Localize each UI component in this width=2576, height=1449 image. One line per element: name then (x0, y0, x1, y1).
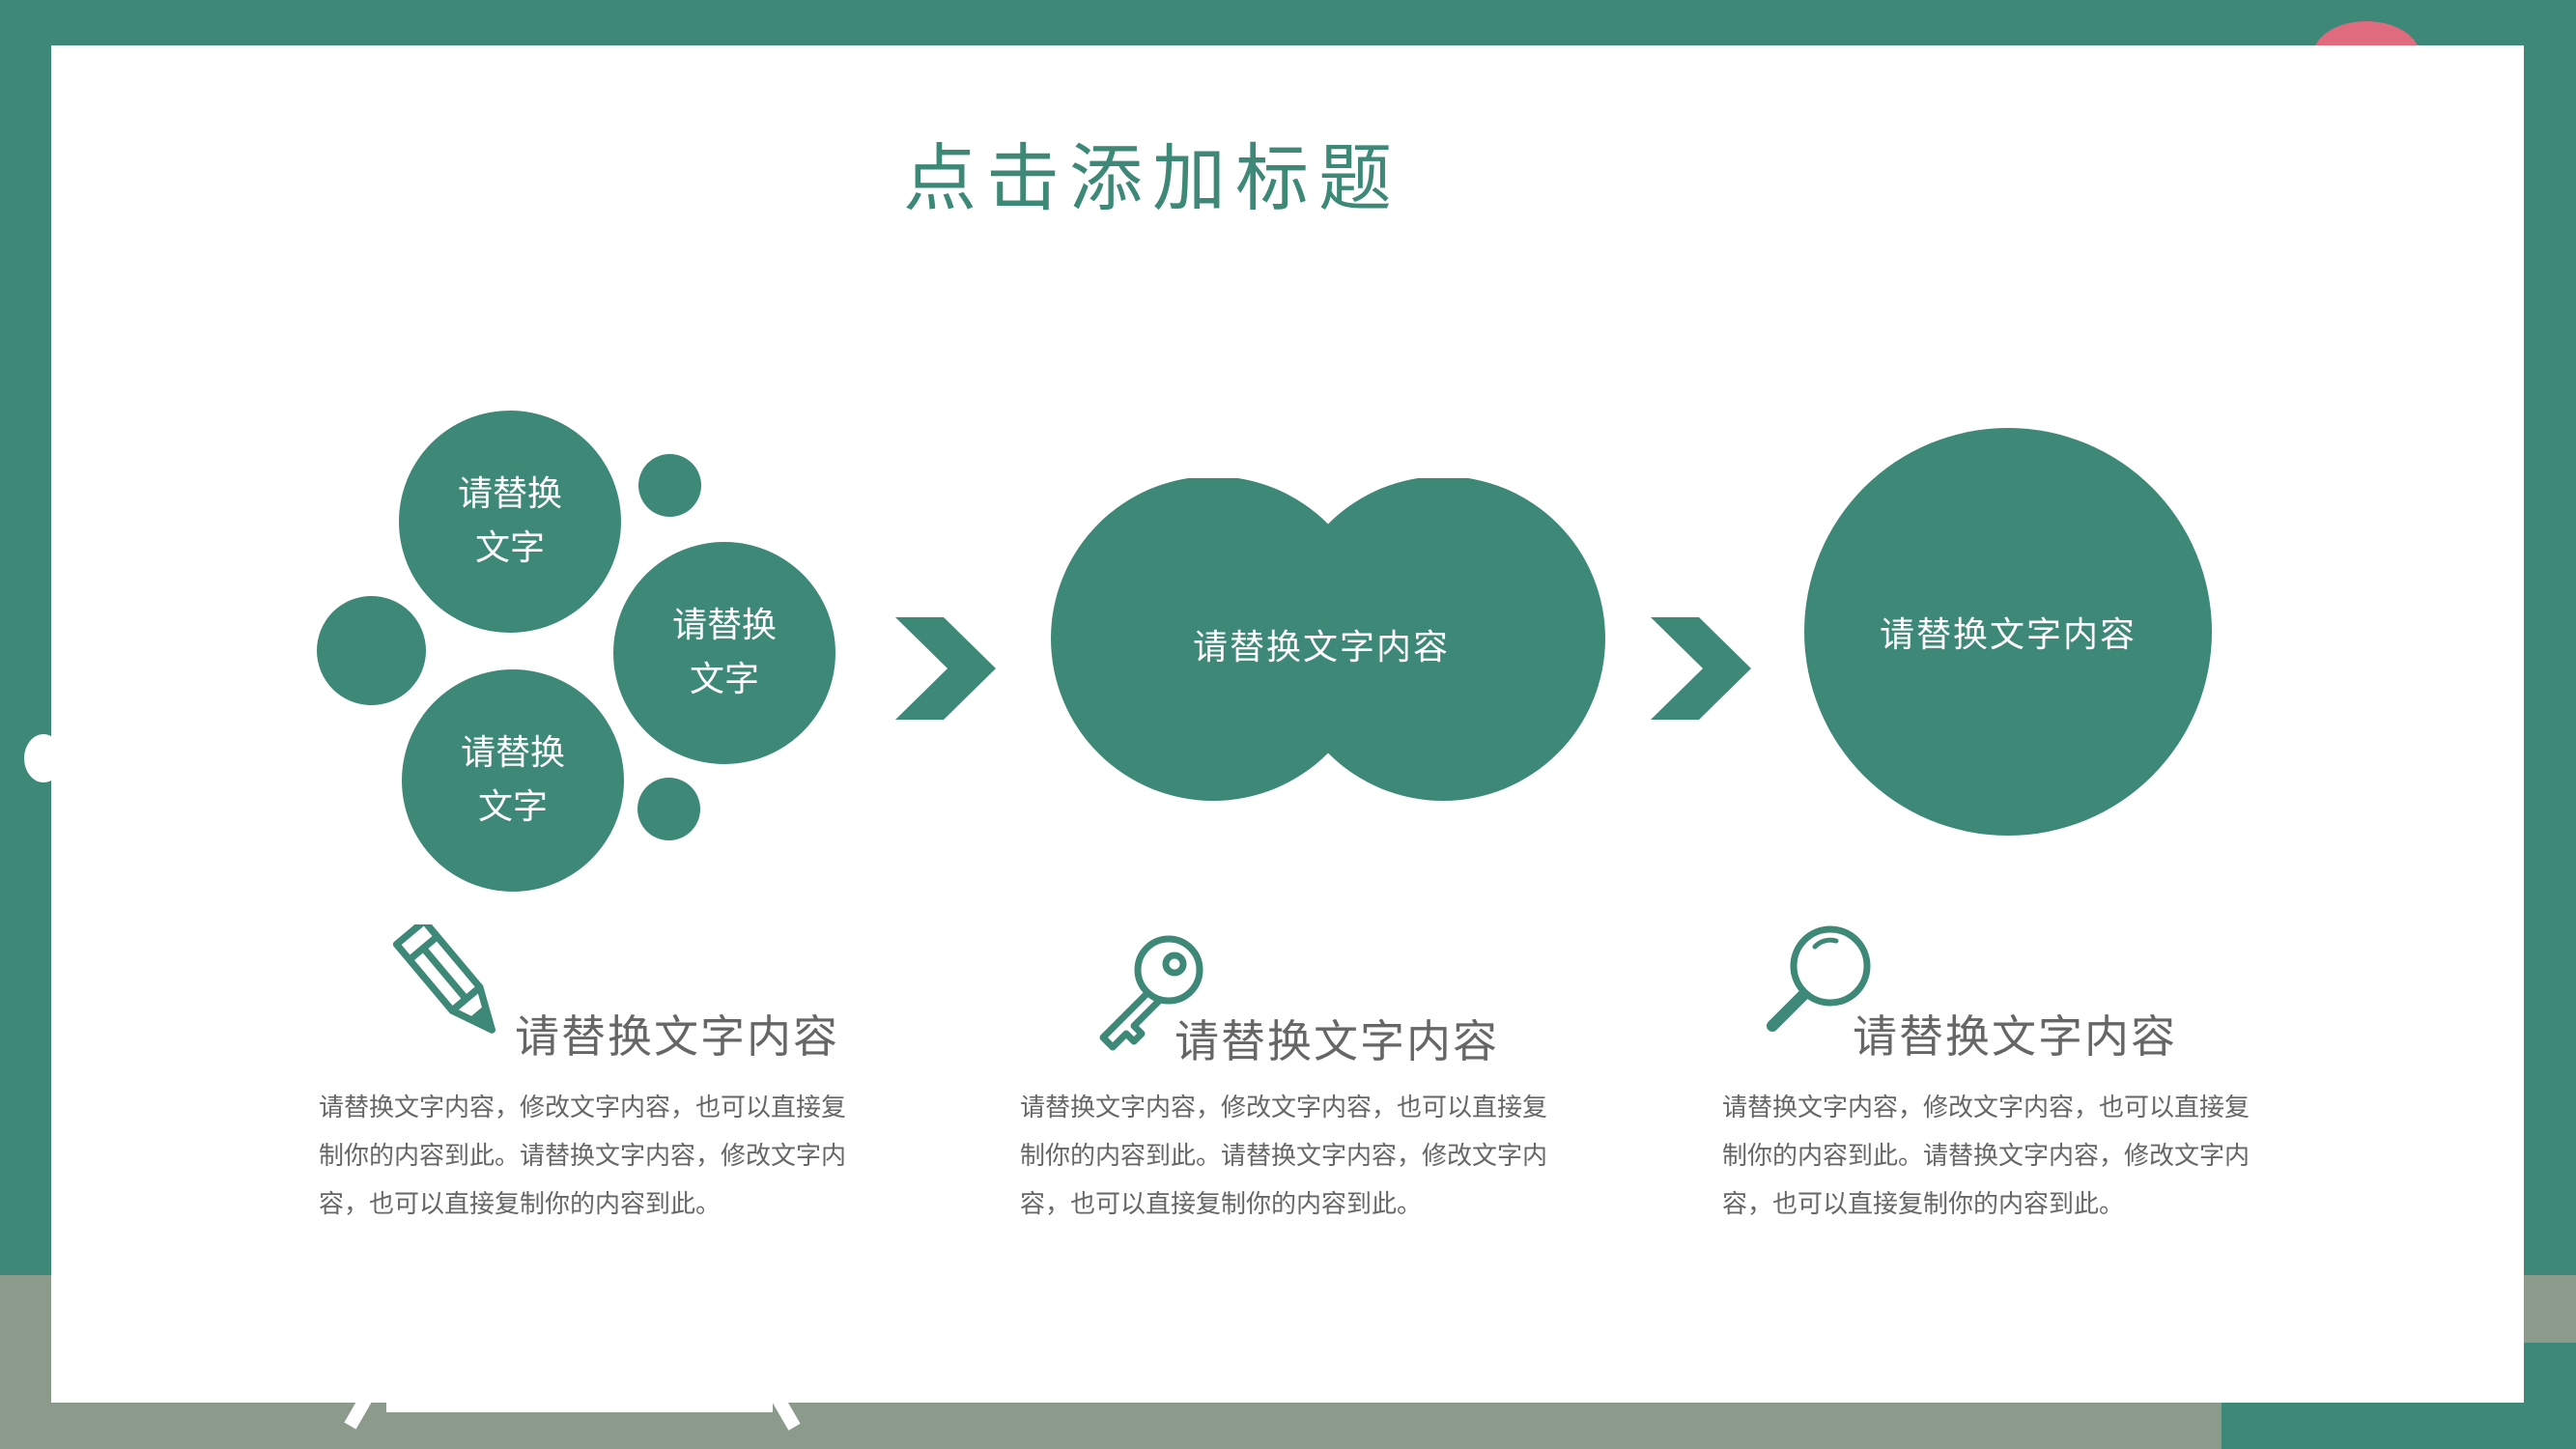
chevron-right-icon (1651, 617, 1751, 720)
cluster-label: 请替换文字 (460, 733, 565, 827)
step3-circle[interactable]: 请替换文字内容 (1804, 428, 2212, 836)
cluster-circle-top[interactable]: 请替换文字 (399, 411, 621, 633)
cluster-label: 请替换文字 (671, 606, 777, 699)
cluster-circle-right[interactable]: 请替换文字 (613, 542, 835, 764)
column-heading[interactable]: 请替换文字内容 (1175, 1015, 1499, 1067)
step3-label: 请替换文字内容 (1879, 615, 2137, 655)
pencil-icon (392, 924, 495, 1034)
column-heading[interactable]: 请替换文字内容 (1853, 1010, 2177, 1063)
decor-dot (638, 454, 701, 517)
slide-title[interactable]: 点击添加标题 (903, 135, 1401, 221)
cluster-circle-bottom[interactable]: 请替换文字 (402, 669, 624, 892)
column-body[interactable]: 请替换文字内容，修改文字内容，也可以直接复制你的内容到此。请替换文字内容，修改文… (319, 1094, 847, 1219)
column-heading[interactable]: 请替换文字内容 (515, 1010, 839, 1063)
slide-card: 点击添加标题 请替换文字 请替换文字 请替换文字 请替换文字内容 请替换文字内容 (51, 45, 2524, 1403)
magnifier-icon (1767, 925, 1871, 1032)
step2-label: 请替换文字内容 (1193, 628, 1451, 668)
overlap-circles[interactable] (1051, 478, 1611, 807)
key-icon (1099, 935, 1203, 1051)
column-body[interactable]: 请替换文字内容，修改文字内容，也可以直接复制你的内容到此。请替换文字内容，修改文… (1722, 1094, 2250, 1219)
chalk-stroke (386, 1401, 773, 1412)
decor-dot (637, 778, 700, 840)
chevron-right-icon (895, 617, 996, 720)
cluster-label: 请替换文字 (457, 474, 562, 568)
column-body[interactable]: 请替换文字内容，修改文字内容，也可以直接复制你的内容到此。请替换文字内容，修改文… (1020, 1094, 1548, 1219)
decor-dot (317, 596, 426, 705)
